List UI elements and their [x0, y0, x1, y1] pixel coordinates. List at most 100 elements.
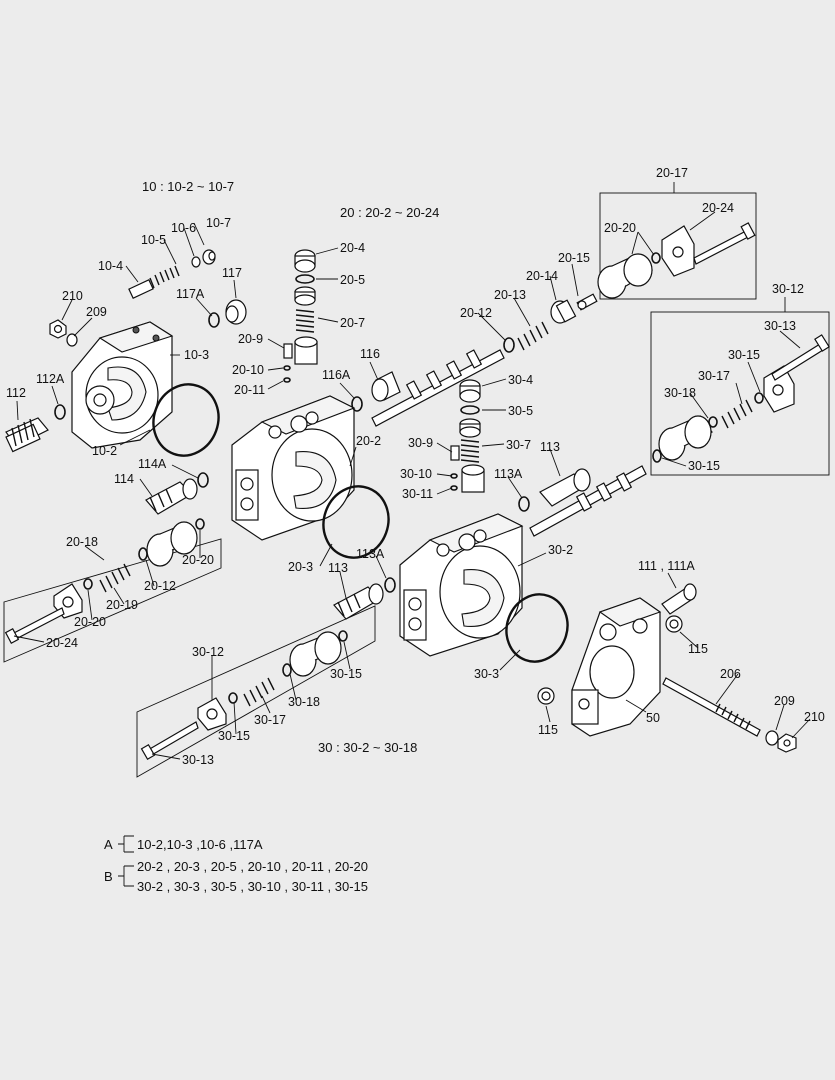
- label-20-14: 20-14: [526, 269, 558, 283]
- label-209-b: 209: [774, 694, 795, 708]
- label-30-12-b: 30-12: [192, 645, 224, 659]
- cover-30-12-a: [763, 365, 795, 413]
- label-30-10: 30-10: [400, 467, 432, 481]
- stopper-20-14: [550, 299, 577, 324]
- group-box-30-12-top: [650, 311, 830, 476]
- oring-113A-a: [518, 496, 530, 512]
- oring-20-20-b: [195, 518, 205, 530]
- group-note-30: 30 : 30-2 ~ 30-18: [318, 740, 417, 755]
- oring-30-15-d: [228, 692, 238, 704]
- plug-30-4-stack: [450, 379, 485, 493]
- oring-114A: [197, 472, 209, 488]
- label-30-12-a: 30-12: [772, 282, 804, 296]
- label-20-4: 20-4: [340, 241, 365, 255]
- label-113A-b: 113A: [356, 547, 385, 561]
- plug-114: [145, 478, 198, 515]
- cover-20-17: [661, 225, 695, 277]
- spool-30: [529, 465, 647, 537]
- label-115-a: 115: [688, 642, 708, 656]
- end-cover-10-2: [71, 321, 174, 449]
- cap-20-20-a: [597, 253, 653, 299]
- group-box-20-18: [3, 538, 222, 663]
- label-20-3: 20-3: [288, 560, 313, 574]
- label-30-18-b: 30-18: [288, 695, 320, 709]
- leader-lines: [13, 182, 811, 760]
- label-116: 116: [360, 347, 380, 361]
- label-30-11: 30-11: [402, 487, 433, 501]
- label-30-17-a: 30-17: [698, 369, 730, 383]
- label-30-5: 30-5: [508, 404, 533, 418]
- cap-30-18-a: [658, 415, 713, 461]
- legend: A 10-2,10-3 ,10-6 ,117A B 20-2 , 20-3 , …: [104, 835, 368, 894]
- label-20-2: 20-2: [356, 434, 381, 448]
- label-20-17: 20-17: [656, 166, 688, 180]
- label-30-9: 30-9: [408, 436, 433, 450]
- plug-115-a: [665, 615, 683, 633]
- label-117: 117: [222, 266, 242, 280]
- label-30-17-b: 30-17: [254, 713, 286, 727]
- label-115-b: 115: [538, 723, 558, 737]
- label-20-5: 20-5: [340, 273, 365, 287]
- oring-30-18-a: [708, 416, 718, 428]
- group-note-10: 10 : 10-2 ~ 10-7: [142, 179, 234, 194]
- label-20-20-a: 20-20: [604, 221, 636, 235]
- label-114: 114: [114, 472, 134, 486]
- plug-113-a: [539, 468, 591, 507]
- spring-20-13: [517, 321, 549, 351]
- label-20-18: 20-18: [66, 535, 98, 549]
- label-111-111A: 111 , 111A: [638, 559, 695, 573]
- cap-30-18-b: [289, 631, 342, 677]
- label-20-9: 20-9: [238, 332, 263, 346]
- label-10-3: 10-3: [184, 348, 209, 362]
- label-10-5: 10-5: [141, 233, 166, 247]
- label-210-a: 210: [62, 289, 83, 303]
- label-30-15-b: 30-15: [688, 459, 720, 473]
- label-20-20-c: 20-20: [74, 615, 106, 629]
- valve-section-20: [231, 395, 356, 541]
- legend-b-line-1: 20-2 , 20-3 , 20-5 , 20-10 , 20-11 , 20-…: [137, 859, 368, 874]
- label-113-a: 113: [540, 440, 560, 454]
- label-30-18-a: 30-18: [664, 386, 696, 400]
- oring-10-2: [152, 383, 220, 457]
- legend-b-key: B: [104, 869, 113, 884]
- plug-20-4-stack: [283, 249, 318, 383]
- group-box-20-17: [599, 192, 757, 300]
- bolt-20-24-b: [4, 607, 65, 644]
- oring-113A-b: [384, 577, 396, 593]
- oring-30-15-b: [652, 449, 662, 463]
- oring-30-18-b: [282, 663, 292, 677]
- plug-116: [371, 371, 401, 402]
- label-20-12-b: 20-12: [144, 579, 176, 593]
- label-30-3: 30-3: [474, 667, 499, 681]
- label-117A: 117A: [176, 287, 205, 301]
- valve-section-30: [399, 513, 524, 657]
- tie-bolt-206: [662, 677, 761, 737]
- label-112A: 112A: [36, 372, 65, 386]
- spring-30-17-b: [243, 677, 275, 707]
- label-116A: 116A: [322, 368, 351, 382]
- label-112: 112: [6, 386, 26, 400]
- cover-30-12-b: [197, 697, 227, 731]
- plug-111: [661, 583, 697, 615]
- oring-30-15-c: [338, 630, 348, 642]
- legend-a-key: A: [104, 837, 113, 852]
- bolt-20-15: [576, 293, 598, 311]
- bolt-30-13-a: [771, 334, 830, 381]
- oring-117A: [208, 312, 220, 328]
- spool-10-4-5-6-7: [128, 249, 216, 299]
- label-30-13-a: 30-13: [764, 319, 796, 333]
- label-20-13: 20-13: [494, 288, 526, 302]
- label-20-11: 20-11: [234, 383, 265, 397]
- washer-209: [765, 730, 779, 746]
- label-209-a: 209: [86, 305, 107, 319]
- label-30-2: 30-2: [548, 543, 573, 557]
- label-50: 50: [646, 711, 660, 725]
- oring-20-12-b: [138, 547, 148, 561]
- end-cover-50: [571, 597, 662, 737]
- label-20-20-b: 20-20: [182, 553, 214, 567]
- label-210-b: 210: [804, 710, 825, 724]
- label-20-10: 20-10: [232, 363, 264, 377]
- oring-112A: [54, 404, 66, 420]
- spring-30-17-a: [721, 399, 753, 429]
- oring-20-20-a: [651, 252, 661, 264]
